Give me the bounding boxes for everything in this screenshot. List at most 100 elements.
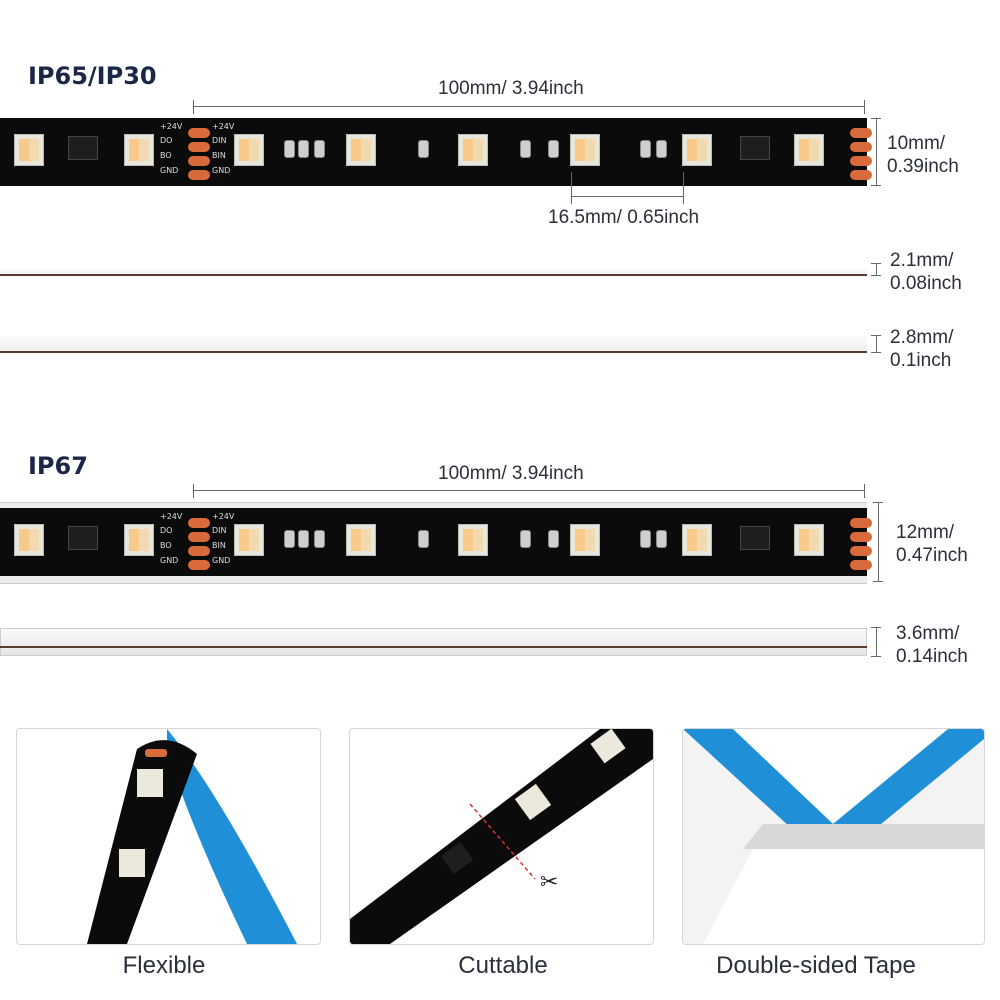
- side-view-thin: [0, 270, 867, 276]
- ip67-width-label-inch: 0.47inch: [896, 545, 968, 566]
- led-chip: [346, 134, 376, 166]
- silkscreen-label: BIN: [212, 151, 226, 160]
- ip65-width-label-inch: 0.39inch: [887, 156, 959, 177]
- thickness-a-mm: 2.1mm/: [890, 250, 954, 271]
- double-sided-tape-caption: Double-sided Tape: [716, 952, 916, 979]
- resistor: [520, 530, 531, 548]
- pitch-tick: [571, 172, 572, 204]
- solder-pad: [188, 142, 210, 152]
- resistor: [640, 140, 651, 158]
- ip65-title: IP65/IP30: [28, 62, 157, 90]
- led-chip: [234, 134, 264, 166]
- thickness-a-inch: 0.08inch: [890, 273, 962, 294]
- silkscreen-label: +24V: [212, 512, 235, 521]
- resistor: [640, 530, 651, 548]
- led-chip: [14, 524, 44, 556]
- dimension-tick: [193, 100, 194, 114]
- thickness-line: [876, 627, 877, 657]
- silkscreen-label: DIN: [212, 526, 227, 535]
- solder-pad: [188, 532, 210, 542]
- resistor: [314, 530, 325, 548]
- led-chip: [458, 524, 488, 556]
- dimension-tick: [864, 100, 865, 114]
- resistor: [520, 140, 531, 158]
- dimension-tick: [871, 627, 881, 628]
- silkscreen-label: BO: [160, 541, 172, 550]
- dimension-tick: [871, 656, 881, 657]
- flexible-panel: [16, 728, 321, 945]
- resistor: [548, 530, 559, 548]
- ic-chip: [740, 136, 770, 160]
- svg-text:✂: ✂: [540, 870, 558, 895]
- silkscreen-label: GND: [160, 556, 179, 565]
- flexible-caption: Flexible: [122, 952, 206, 979]
- flexible-strip-illustration: [87, 729, 297, 944]
- resistor: [656, 530, 667, 548]
- led-chip: [346, 524, 376, 556]
- ip65-width-label-mm: 10mm/: [887, 133, 946, 154]
- solder-pad: [188, 560, 210, 570]
- solder-pad: [850, 170, 872, 180]
- solder-pad: [850, 560, 872, 570]
- solder-pad: [850, 156, 872, 166]
- led-chip: [14, 134, 44, 166]
- ip67-width-label-mm: 12mm/: [896, 522, 955, 543]
- solder-pad: [850, 128, 872, 138]
- solder-pad: [850, 518, 872, 528]
- ip67-thickness-inch: 0.14inch: [896, 646, 968, 667]
- led-chip: [124, 134, 154, 166]
- dimension-tick: [871, 275, 881, 276]
- silkscreen-label: DIN: [212, 136, 227, 145]
- led-chip: [682, 134, 712, 166]
- silkscreen-label: BIN: [212, 541, 226, 550]
- dimension-tick: [873, 581, 883, 582]
- ip67-side-view: [0, 628, 867, 656]
- silkscreen-label: GND: [212, 556, 231, 565]
- ip65-length-label: 100mm/ 3.94inch: [438, 78, 584, 99]
- silkscreen-label: +24V: [160, 512, 183, 521]
- width-dimension-line: [878, 502, 879, 582]
- silkscreen-label: GND: [212, 166, 231, 175]
- solder-pad: [850, 546, 872, 556]
- solder-pad: [850, 532, 872, 542]
- ip67-thickness-mm: 3.6mm/: [896, 623, 960, 644]
- cuttable-caption: Cuttable: [458, 952, 548, 979]
- ic-chip: [68, 136, 98, 160]
- cuttable-strip-illustration: ✂: [350, 729, 653, 944]
- dimension-tick: [871, 185, 881, 186]
- resistor: [284, 140, 295, 158]
- side-view-base: [0, 351, 867, 353]
- pitch-tick: [683, 172, 684, 204]
- length-dimension-line: [193, 106, 865, 107]
- solder-pad: [188, 518, 210, 528]
- double-sided-tape-panel: [682, 728, 985, 945]
- resistor: [418, 140, 429, 158]
- ip67-title: IP67: [28, 452, 88, 480]
- resistor: [298, 530, 309, 548]
- length-dimension-line: [193, 490, 865, 491]
- solder-pad: [188, 170, 210, 180]
- led-chip: [124, 524, 154, 556]
- dimension-tick: [871, 335, 881, 336]
- led-chip: [794, 524, 824, 556]
- silkscreen-label: GND: [160, 166, 179, 175]
- tape-illustration: [683, 729, 984, 944]
- solder-pad: [850, 142, 872, 152]
- thickness-line: [876, 335, 877, 353]
- resistor: [314, 140, 325, 158]
- pitch-dimension-line: [571, 196, 684, 197]
- ic-chip: [68, 526, 98, 550]
- led-chip: [794, 134, 824, 166]
- silkscreen-label: +24V: [160, 122, 183, 131]
- pitch-label: 16.5mm/ 0.65inch: [548, 207, 700, 228]
- resistor: [298, 140, 309, 158]
- led-chip: [682, 524, 712, 556]
- dimension-tick: [864, 484, 865, 498]
- led-chip: [570, 134, 600, 166]
- led-chip: [458, 134, 488, 166]
- thickness-line: [876, 263, 877, 275]
- silkscreen-label: +24V: [212, 122, 235, 131]
- dimension-tick: [871, 118, 881, 119]
- led-chip: [570, 524, 600, 556]
- side-view-coated: [0, 336, 867, 352]
